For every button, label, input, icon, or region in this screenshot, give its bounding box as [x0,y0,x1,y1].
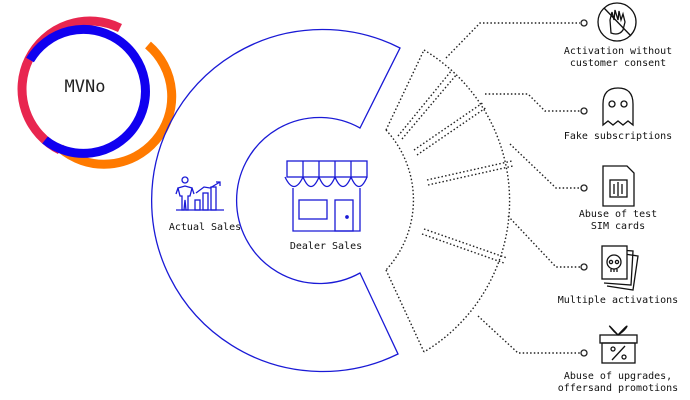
fan-inner-arc [385,129,415,271]
forbidden-hand-icon [597,2,637,42]
fraud-item-3-line2: SIM cards [590,221,646,232]
fan-divider-3a [426,160,513,181]
fan-divider-4b [421,233,505,264]
fraud-item-2-label: Fake subscriptions [554,131,682,143]
connector-2 [485,93,580,112]
fan-divider-4a [423,228,508,259]
connector-1 [445,22,580,59]
ghost-icon [602,87,634,127]
fraud-item-4-line1: Multiple activations [557,295,679,306]
sim-card-icon [602,165,635,207]
fraud-item-3-line1: Abuse of test [578,209,658,220]
fan-divider-2b [416,106,488,156]
fan-divider-2a [413,101,485,151]
connector-endpoints [580,19,588,357]
person-with-growth-chart-icon [175,176,224,211]
logo-orange-ring [57,41,177,169]
fraud-item-5-line1: Abuse of upgrades, [563,371,673,382]
connector-5 [477,315,580,354]
connector-4 [507,215,580,268]
fraud-item-4-label: Multiple activations [554,295,682,307]
connector-dot-3 [580,184,588,192]
fraud-item-3-label: Abuse of test SIM cards [554,209,682,233]
fan-edge-top [385,49,425,131]
fan-edge-bottom [385,269,425,353]
connector-dot-4 [580,263,588,271]
connector-dot-2 [580,107,588,115]
connector-dot-5 [580,349,588,357]
connector-3 [509,143,580,189]
fan-divider-1a [397,69,453,137]
fan-outer-arc [423,49,511,353]
fan-divider-3b [427,165,514,186]
inner-ring-label: Dealer Sales [289,241,363,252]
fraud-item-1-label: Activation without customer consent [554,46,682,70]
connector-dot-1 [580,19,588,27]
gift-percent-icon [599,325,638,364]
logo-text: MVNo [64,77,106,97]
mvno-logo [17,16,177,169]
outer-sales-ring [150,28,401,373]
fraud-connectors [445,22,580,354]
fraud-item-5-label: Abuse of upgrades, offersand promotions [554,371,682,395]
stacked-skull-cards-icon [601,245,639,291]
storefront-icon [284,160,368,232]
fraud-fan [385,49,514,353]
fraud-item-5-line2: offersand promotions [557,383,679,394]
fraud-item-2-line1: Fake subscriptions [563,131,673,142]
fraud-item-1-line2: customer consent [569,58,667,69]
fan-divider-1b [401,73,458,140]
fraud-item-1-line1: Activation without [563,46,673,57]
outer-ring-label: Actual Sales [168,222,242,233]
logo-blue-ring [26,24,150,158]
